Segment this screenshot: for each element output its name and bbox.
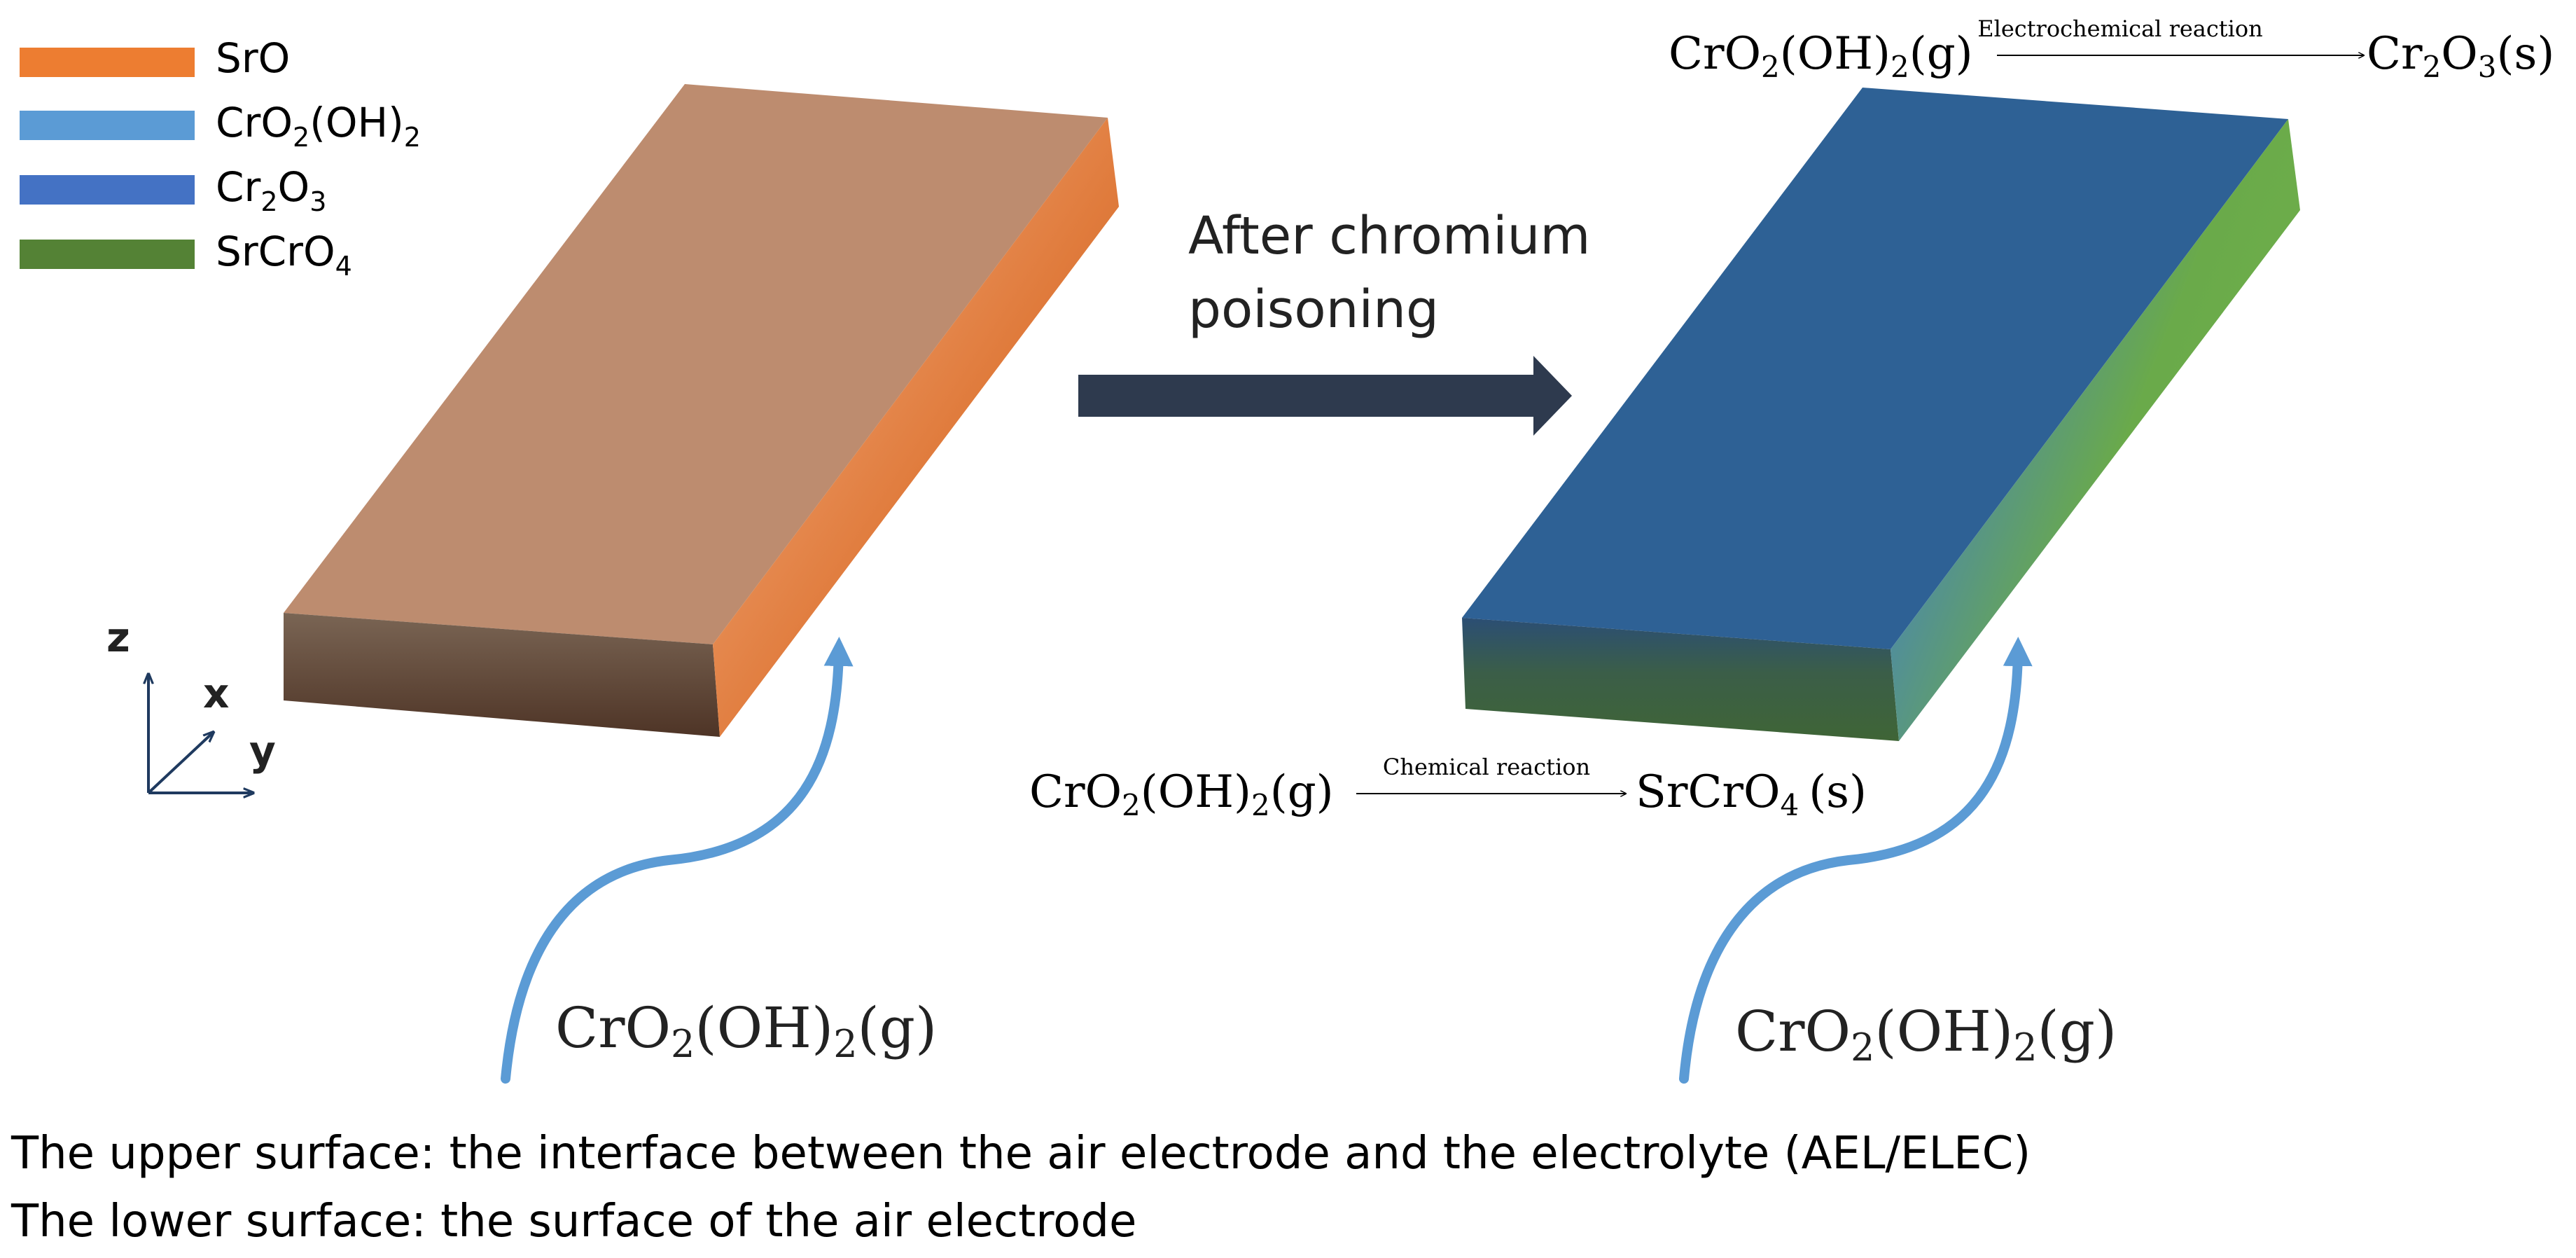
transition-text-line1: After chromium <box>1188 206 1591 266</box>
legend-label-cro2oh2: CrO2(OH)2 <box>216 99 421 153</box>
legend-swatch-srcro4 <box>20 240 195 269</box>
slab-after-side-face <box>1891 119 2300 741</box>
slab-before-top-face <box>284 84 1108 644</box>
legend-item-sro: SrO <box>20 34 290 82</box>
caption-lower-surface: The lower surface: the surface of the ai… <box>11 1196 1136 1247</box>
axis-x-label: x <box>203 670 229 717</box>
legend-label-srcro4: SrCrO4 <box>216 228 352 282</box>
legend-swatch-sro <box>20 48 195 77</box>
legend-swatch-cr2o3 <box>20 175 195 205</box>
slab-before-front-face <box>284 613 720 737</box>
reaction-chemical-reactant: CrO2(OH)2(g) <box>1029 766 1334 822</box>
legend-item-srcro4: SrCrO4 <box>20 228 352 282</box>
flow-right: CrO2(OH)2(g) <box>1679 637 2117 1084</box>
caption-upper-surface: The upper surface: the interface between… <box>11 1128 2031 1180</box>
transition-text-line2: poisoning <box>1188 279 1439 340</box>
reaction-electrochemical-label: Electrochemical reaction <box>1977 15 2263 42</box>
flow-right-arrow <box>1679 637 2033 1084</box>
captions: The upper surface: the interface between… <box>11 1128 2031 1247</box>
reaction-electrochemical-product: Cr2O3(s) <box>2367 28 2554 84</box>
legend-item-cr2o3: Cr2O3 <box>20 163 326 217</box>
legend-label-sro: SrO <box>216 34 290 82</box>
slab-after-front-face <box>1462 618 1899 741</box>
slab-before-side-face <box>713 118 1119 737</box>
slab-after-poisoning <box>1462 88 2300 741</box>
reaction-electrochemical-reactant: CrO2(OH)2(g) <box>1669 28 1973 84</box>
reaction-chemical-product: SrCrO4(s) <box>1636 766 1867 822</box>
flow-left-label: CrO2(OH)2(g) <box>555 995 937 1066</box>
legend-swatch-cro2oh2 <box>20 111 195 140</box>
reaction-chemical: CrO2(OH)2(g) Chemical reaction SrCrO4(s) <box>1029 754 1867 822</box>
flow-left-arrow <box>501 637 854 1084</box>
legend-item-cro2oh2: CrO2(OH)2 <box>20 99 421 153</box>
slab-before-poisoning <box>284 84 1119 737</box>
axis-x-line <box>147 732 214 794</box>
reaction-electrochemical: CrO2(OH)2(g) Electrochemical reaction Cr… <box>1669 15 2554 84</box>
axis-y-label: y <box>249 727 276 775</box>
legend: SrO CrO2(OH)2 Cr2O3 SrCrO4 <box>20 34 421 282</box>
slab-after-top-face <box>1462 88 2288 649</box>
flow-right-label: CrO2(OH)2(g) <box>1735 999 2117 1070</box>
axis-z-label: z <box>106 614 130 661</box>
transition: After chromium poisoning <box>1078 206 1591 436</box>
transition-arrow <box>1078 356 1572 436</box>
coordinate-axes: z x y <box>106 614 276 793</box>
reaction-chemical-label: Chemical reaction <box>1383 754 1590 780</box>
legend-label-cr2o3: Cr2O3 <box>216 163 326 217</box>
flow-left: CrO2(OH)2(g) <box>501 637 937 1084</box>
